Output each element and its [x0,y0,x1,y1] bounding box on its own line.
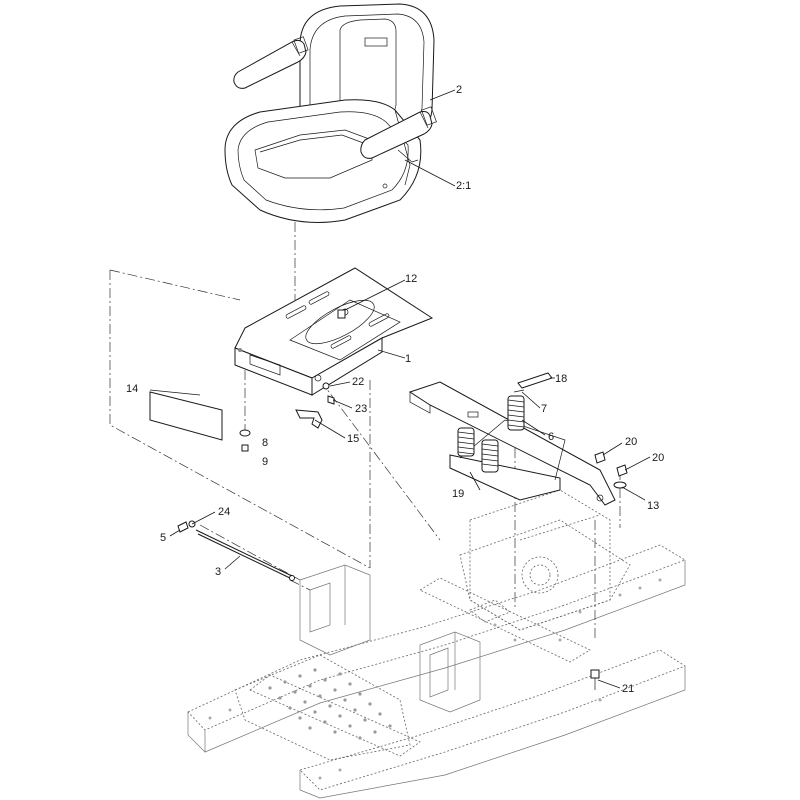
callout-22: 22 [352,376,364,388]
callouts: 2 2:1 12 1 22 23 14 8 9 15 18 7 6 20 20 … [126,84,664,695]
callout-14: 14 [126,383,138,395]
seat-mount-plate [234,267,434,396]
assembly-lines [109,222,621,640]
callout-23: 23 [355,403,367,415]
callout-20-lower: 20 [652,452,664,464]
callout-5: 5 [160,532,166,544]
callout-3: 3 [215,566,221,578]
callout-6: 6 [548,431,554,443]
callout-21: 21 [622,683,634,695]
rod [195,529,295,581]
callout-24: 24 [218,506,230,518]
callout-20-upper: 20 [625,436,637,448]
washer-icon [239,429,251,437]
callout-13: 13 [647,500,659,512]
decal-part [149,391,223,441]
leader-lines [149,89,651,689]
callout-8: 8 [262,437,268,449]
callout-15: 15 [347,433,359,445]
spring-bracket [408,372,616,506]
callout-2-1: 2:1 [456,180,471,192]
callout-2: 2 [456,84,462,96]
hardware [177,309,628,690]
callout-7: 7 [541,403,547,415]
seat [224,3,437,223]
callout-12: 12 [405,273,417,285]
chassis-frame [187,489,686,799]
callout-9: 9 [262,456,268,468]
callout-19: 19 [452,488,464,500]
bolt-icon [241,444,249,452]
callout-18: 18 [555,373,567,385]
callout-1: 1 [405,353,411,365]
